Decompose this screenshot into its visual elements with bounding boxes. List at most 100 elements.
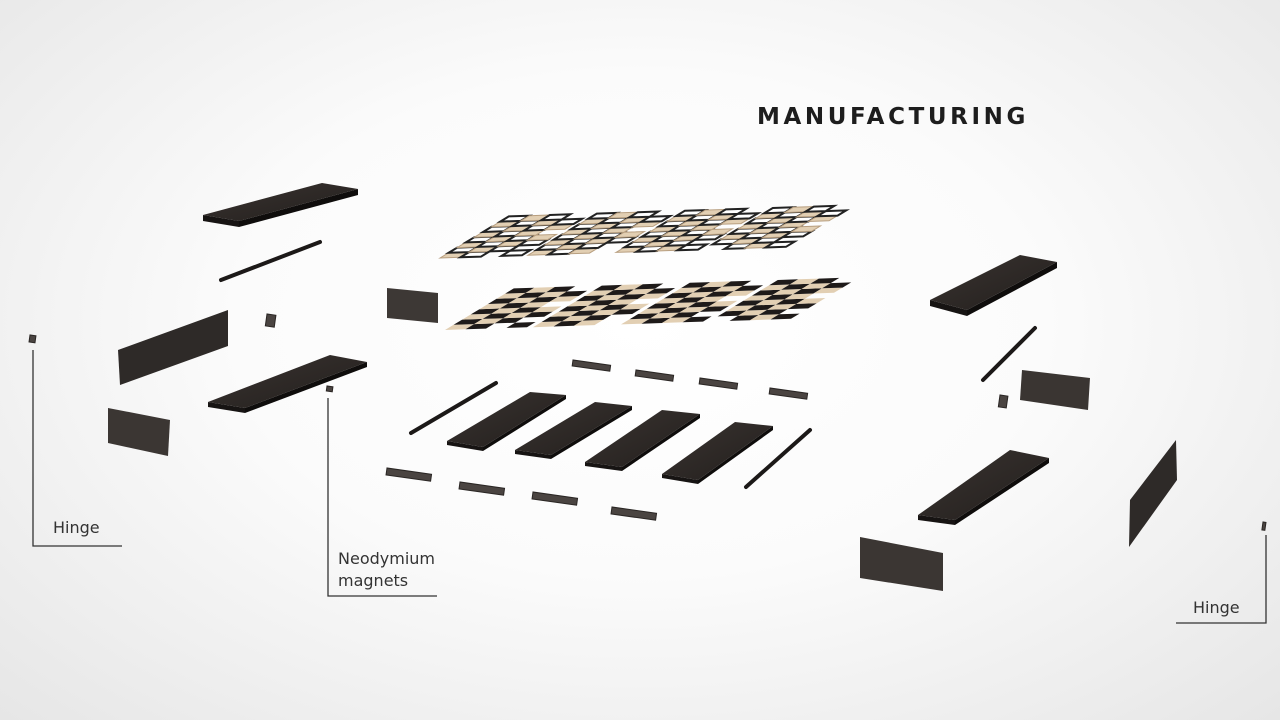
center-upper-bar	[698, 377, 739, 390]
hinge-right	[1261, 521, 1267, 531]
right-end-panel	[860, 537, 943, 591]
tile	[696, 296, 726, 303]
tile	[672, 287, 702, 294]
tile	[570, 310, 600, 317]
tile	[772, 289, 802, 295]
right-side-panel	[1020, 370, 1090, 410]
center-plank-2	[515, 402, 632, 459]
checker-tile-layer	[445, 277, 852, 330]
tile	[453, 318, 483, 325]
tile	[503, 312, 533, 319]
magnets-label-line1: Neodymium	[338, 549, 435, 568]
tile	[482, 313, 512, 319]
tile	[750, 314, 780, 321]
tile	[775, 298, 805, 305]
tile	[822, 282, 852, 289]
tile	[708, 300, 738, 307]
tile	[517, 292, 547, 299]
tile	[787, 303, 817, 310]
tile	[562, 315, 592, 322]
tile	[801, 283, 831, 289]
tile	[743, 294, 773, 301]
tile-frame	[637, 214, 675, 224]
tile	[587, 299, 617, 306]
left-small-block	[264, 313, 277, 328]
tile	[650, 312, 680, 319]
left-rod	[219, 240, 322, 282]
tile	[620, 303, 650, 310]
tile	[574, 319, 604, 326]
tile	[546, 286, 576, 293]
tile	[549, 296, 579, 302]
tile	[529, 296, 559, 303]
tile	[506, 322, 536, 328]
center-right-rod	[744, 428, 812, 489]
left-top-plank	[203, 183, 358, 227]
center-upper-bar	[634, 369, 675, 382]
tile	[638, 308, 668, 314]
tile	[621, 318, 651, 325]
tile	[499, 302, 529, 309]
tile	[537, 291, 567, 298]
tile	[599, 304, 629, 311]
tile	[611, 308, 641, 315]
tile-frame	[497, 248, 535, 258]
tile	[520, 301, 550, 308]
tile	[763, 294, 793, 301]
tile	[641, 317, 671, 324]
tile	[634, 283, 664, 290]
left-end-panel	[108, 408, 170, 456]
tile	[445, 324, 475, 330]
tile	[810, 277, 840, 284]
tile	[713, 285, 743, 292]
center-lower-bar	[531, 491, 579, 506]
tile	[793, 288, 823, 295]
tile	[462, 313, 492, 320]
tile	[465, 323, 495, 330]
tile	[769, 279, 799, 286]
tile	[770, 313, 800, 320]
center-lower-bar	[385, 467, 433, 482]
tile	[579, 305, 609, 311]
tile	[625, 288, 655, 295]
tile	[729, 315, 759, 321]
chessboard-layers	[438, 204, 852, 330]
tile	[646, 302, 676, 309]
tile	[734, 300, 764, 306]
tile	[532, 306, 562, 313]
label-leader-lines	[32, 350, 1267, 624]
tile	[488, 298, 518, 304]
magnets-leader-line	[327, 398, 437, 597]
tile	[658, 307, 688, 314]
hinge-right-leader-line	[1176, 535, 1267, 624]
tile	[470, 308, 500, 315]
tile	[655, 297, 685, 304]
center-lower-bar	[610, 506, 658, 521]
tile	[670, 311, 700, 318]
center-end-block	[387, 288, 438, 323]
tile-frame	[673, 243, 711, 252]
tile	[758, 309, 788, 315]
tile	[533, 321, 563, 328]
tile	[781, 283, 811, 290]
center-left-rod	[409, 381, 498, 435]
hinge-left-leader-line	[32, 350, 122, 547]
upper-frame-layer	[438, 204, 851, 259]
hinge-left-label: Hinge	[53, 518, 100, 537]
right-top-plank	[930, 255, 1057, 316]
tile-frame	[801, 204, 839, 213]
tile	[605, 289, 635, 296]
tile	[752, 289, 782, 296]
tile	[701, 281, 731, 288]
tile	[705, 291, 735, 297]
tile-frame	[537, 213, 575, 222]
magnets-label-line2: magnets	[338, 571, 409, 590]
center-plank-1	[447, 392, 566, 451]
right-long-panel	[1129, 440, 1177, 547]
tile	[746, 304, 776, 311]
tile	[558, 290, 588, 297]
right-small-block	[997, 394, 1009, 409]
tile-frame	[761, 240, 799, 249]
tile	[726, 305, 756, 312]
tile	[784, 293, 814, 300]
